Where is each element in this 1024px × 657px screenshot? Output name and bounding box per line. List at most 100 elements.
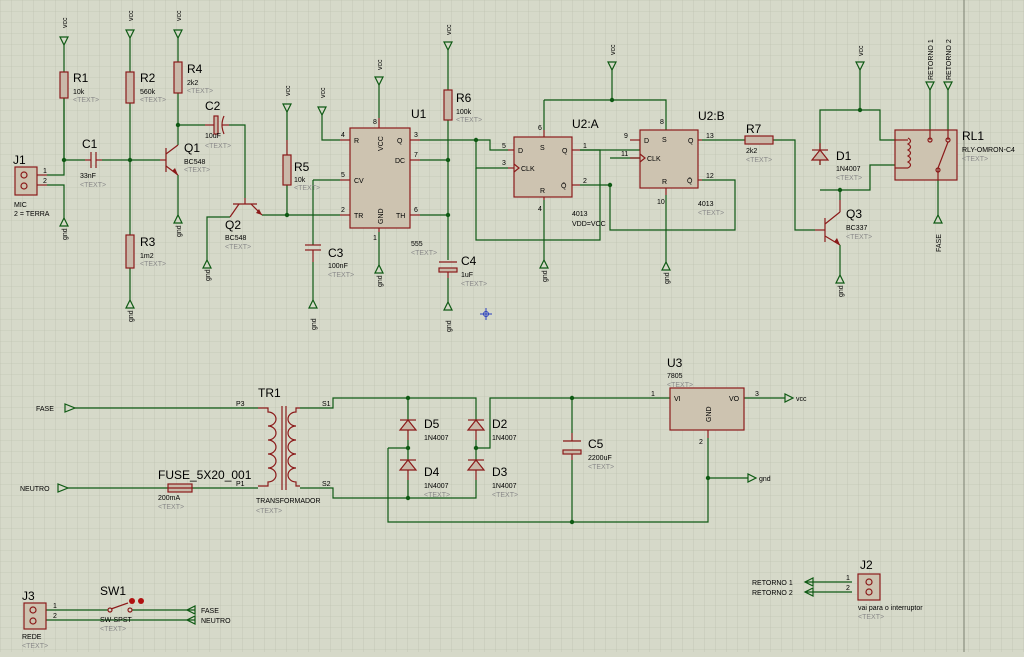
ic-u1-555[interactable]: R CV TR Q DC TH VCC GND 452 376 81 U1 55… (340, 107, 437, 257)
svg-text:<TEXT>: <TEXT> (256, 508, 282, 515)
transistor-q1[interactable]: Q1 BC548 <TEXT> (160, 141, 210, 176)
svg-text:2: 2 (846, 585, 850, 592)
diode-d5[interactable]: D5 1N4007 (398, 417, 449, 442)
svg-text:2: 2 (699, 439, 703, 446)
transistor-q3[interactable]: Q3 BC337 <TEXT> (815, 200, 872, 246)
svg-text:<TEXT>: <TEXT> (158, 504, 184, 511)
svg-text:gnd: gnd (128, 310, 135, 322)
svg-text:CLK: CLK (521, 166, 535, 173)
svg-text:Q: Q (397, 138, 403, 145)
ic-u2a-4013[interactable]: D CLK SR QQ̄ 53 12 64 U2:A 4013 VDD=VCC (502, 117, 606, 228)
svg-text:REDE: REDE (22, 634, 42, 641)
resistor-r5[interactable]: R5 10k <TEXT> (282, 140, 320, 192)
resistor-r2[interactable]: R2 560k <TEXT> (125, 71, 166, 104)
svg-text:2 = TERRA: 2 = TERRA (14, 211, 50, 218)
svg-text:GND: GND (706, 406, 713, 422)
transistor-q2[interactable]: Q2 BC548 <TEXT> (225, 198, 263, 251)
svg-text:<TEXT>: <TEXT> (746, 157, 772, 164)
svg-text:VO: VO (729, 396, 740, 403)
capacitor-c2[interactable]: C2 10uF <TEXT> (205, 99, 231, 150)
svg-text:P1: P1 (236, 481, 245, 488)
fuse[interactable]: FUSE_5X20_001 200mA <TEXT> (158, 468, 252, 511)
svg-text:RETORNO 1: RETORNO 1 (752, 580, 793, 587)
gnd-terminal: gnd (661, 260, 671, 284)
svg-text:Q: Q (688, 138, 694, 145)
svg-text:U3: U3 (667, 356, 683, 370)
svg-text:Q̄: Q̄ (687, 177, 693, 185)
svg-text:TR: TR (354, 213, 363, 220)
svg-text:Q1: Q1 (184, 141, 200, 155)
svg-text:D: D (644, 138, 649, 145)
svg-text:<TEXT>: <TEXT> (22, 643, 48, 650)
svg-text:2: 2 (53, 613, 57, 620)
relay-rl1[interactable]: RL1 RLY-OMRON-C4 <TEXT> (894, 129, 1015, 181)
svg-text:2: 2 (341, 207, 345, 214)
svg-text:TH: TH (396, 213, 405, 220)
resistor-r3[interactable]: R3 1m2 <TEXT> (125, 234, 166, 269)
capacitor-c1[interactable]: C1 33nF <TEXT> (80, 137, 106, 189)
capacitor-c3[interactable]: C3 100nF <TEXT> (305, 244, 354, 279)
svg-text:<TEXT>: <TEXT> (858, 614, 884, 621)
svg-text:S2: S2 (322, 481, 331, 488)
switch-sw1[interactable]: SW1 SW-SPST <TEXT> (100, 584, 144, 633)
svg-text:<TEXT>: <TEXT> (667, 382, 693, 389)
diode-d3[interactable]: D3 1N4007 <TEXT> (466, 459, 518, 499)
svg-text:U2:A: U2:A (572, 117, 599, 131)
svg-text:1uF: 1uF (461, 272, 473, 279)
vcc-terminal: vcc (173, 10, 183, 40)
diode-d1[interactable]: D1 1N4007 <TEXT> (810, 143, 862, 182)
resistor-r4[interactable]: R4 2k2 <TEXT> (173, 61, 213, 95)
svg-text:R5: R5 (294, 160, 310, 174)
svg-text:2k2: 2k2 (187, 80, 198, 87)
svg-text:7805: 7805 (667, 373, 683, 380)
svg-text:S1: S1 (322, 401, 331, 408)
gnd-terminal: gnd (202, 258, 212, 281)
svg-text:1: 1 (583, 143, 587, 150)
vcc-terminal: vcc (607, 44, 617, 72)
resistor-r6[interactable]: R6 100k <TEXT> (443, 89, 482, 124)
gnd-terminal: gnd (59, 216, 69, 240)
svg-text:SW1: SW1 (100, 584, 126, 598)
vcc-terminal: vcc (125, 10, 135, 40)
svg-text:R: R (354, 138, 359, 145)
svg-text:D1: D1 (836, 149, 852, 163)
svg-text:1: 1 (53, 603, 57, 610)
svg-text:<TEXT>: <TEXT> (73, 97, 99, 104)
svg-text:7: 7 (414, 152, 418, 159)
svg-text:5: 5 (341, 172, 345, 179)
transformer-tr1[interactable]: TR1 P3 P1 S1 S2 TRANSFORMADOR <TEXT> (236, 386, 331, 515)
capacitor-c5[interactable]: C5 2200uF <TEXT> (562, 433, 614, 471)
gnd-terminal: gnd (308, 298, 318, 330)
svg-text:RLY-OMRON-C4: RLY-OMRON-C4 (962, 147, 1015, 154)
svg-text:13: 13 (706, 133, 714, 140)
connector-j3[interactable]: J3 1 2 REDE <TEXT> (22, 589, 57, 650)
svg-text:gnd: gnd (446, 320, 453, 332)
diode-d2[interactable]: D2 1N4007 (466, 417, 517, 442)
svg-text:vcc: vcc (377, 59, 384, 70)
svg-text:2k2: 2k2 (746, 148, 757, 155)
capacitor-c4[interactable]: C4 1uF <TEXT> (438, 254, 487, 288)
connector-j2[interactable]: 12 J2 vai para o interruptor <TEXT> (846, 558, 923, 621)
svg-text:J3: J3 (22, 589, 35, 603)
connector-j1[interactable]: J1 1 2 MIC 2 = TERRA (13, 153, 50, 218)
svg-text:U1: U1 (411, 107, 427, 121)
svg-text:33nF: 33nF (80, 173, 96, 180)
resistor-r7[interactable]: R7 2k2 <TEXT> (744, 122, 774, 164)
svg-text:VCC: VCC (378, 136, 385, 151)
resistor-r1[interactable]: R1 10k <TEXT> (59, 71, 99, 104)
diode-d4[interactable]: D4 1N4007 <TEXT> (398, 459, 450, 499)
svg-text:FASE: FASE (201, 608, 219, 615)
svg-text:R1: R1 (73, 71, 89, 85)
svg-text:1: 1 (43, 168, 47, 175)
svg-text:1N4007: 1N4007 (492, 435, 517, 442)
svg-text:gnd: gnd (542, 270, 549, 282)
svg-text:D: D (518, 148, 523, 155)
svg-text:4013: 4013 (572, 211, 588, 218)
svg-text:S: S (662, 137, 667, 144)
svg-text:gnd: gnd (664, 272, 671, 284)
gnd-terminal: gnd (835, 273, 845, 297)
svg-text:J1: J1 (13, 153, 26, 167)
